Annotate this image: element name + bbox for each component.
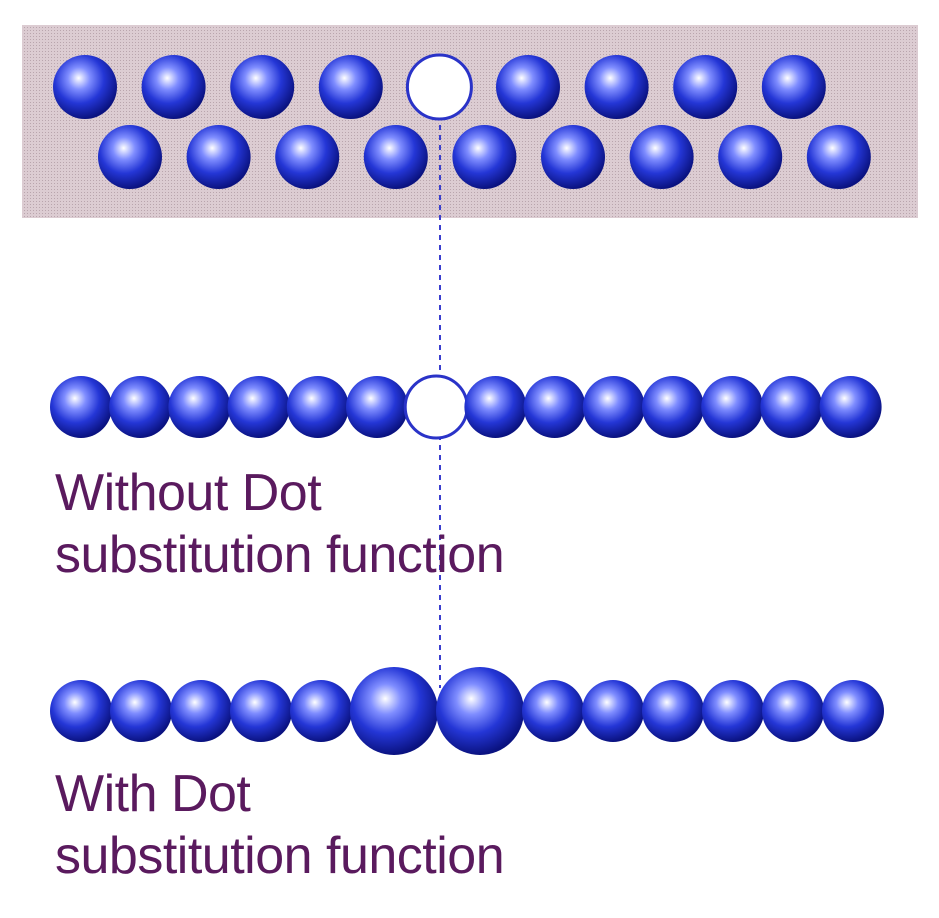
substituted-large-dot [436,667,524,755]
band-dot [98,125,162,189]
row-dot [760,376,823,438]
row-dot [702,680,764,742]
band-dot [275,125,340,189]
row-dot [50,680,112,742]
substituted-large-dot [350,667,438,755]
band-dot [141,55,206,119]
band-dot [541,125,605,189]
band-dot [496,55,560,119]
row-dot [522,680,584,742]
source-band-background [22,25,918,218]
with-substitution-dot-row [50,667,884,755]
row-dot [110,680,172,742]
band-dot [718,125,783,189]
row-dot [230,680,292,742]
band-dot [806,125,871,189]
row-dot [762,680,824,742]
row-dot [290,680,352,742]
band-missing-dot [405,53,473,121]
row-dot [109,376,172,438]
row-dot [346,376,408,438]
row-dot [50,376,112,438]
without-substitution-dot-row [50,374,882,440]
band-dot [318,55,383,119]
row-dot [286,376,349,438]
row-dot [582,680,644,742]
row-dot [170,680,232,742]
row-dot [822,680,884,742]
source-band-top-row [53,53,826,121]
caption-with-line1: With Dot [55,765,251,823]
row-dot [168,376,231,438]
band-dot [629,125,694,189]
caption-with-line2: substitution function [55,827,505,885]
band-dot [53,55,117,119]
row-dot [582,376,645,438]
row-dot [642,376,704,438]
row-dot [464,376,527,438]
band-dot [673,55,738,119]
band-dot [186,125,251,189]
missing-dot [403,374,469,440]
row-dot [642,680,704,742]
row-dot [819,376,882,438]
caption-without-substitution: Without Dot substitution function [55,462,505,586]
band-dot [230,55,295,119]
band-dot [363,125,428,189]
row-dot [523,376,586,438]
band-dot [584,55,649,119]
caption-without-line1: Without Dot [55,464,322,522]
band-dot [761,55,826,119]
row-dot [227,376,290,438]
band-dot [452,125,517,189]
row-dot [701,376,764,438]
source-band-bottom-row [98,125,871,189]
caption-with-substitution: With Dot substitution function [55,763,505,887]
caption-without-line2: substitution function [55,526,505,584]
